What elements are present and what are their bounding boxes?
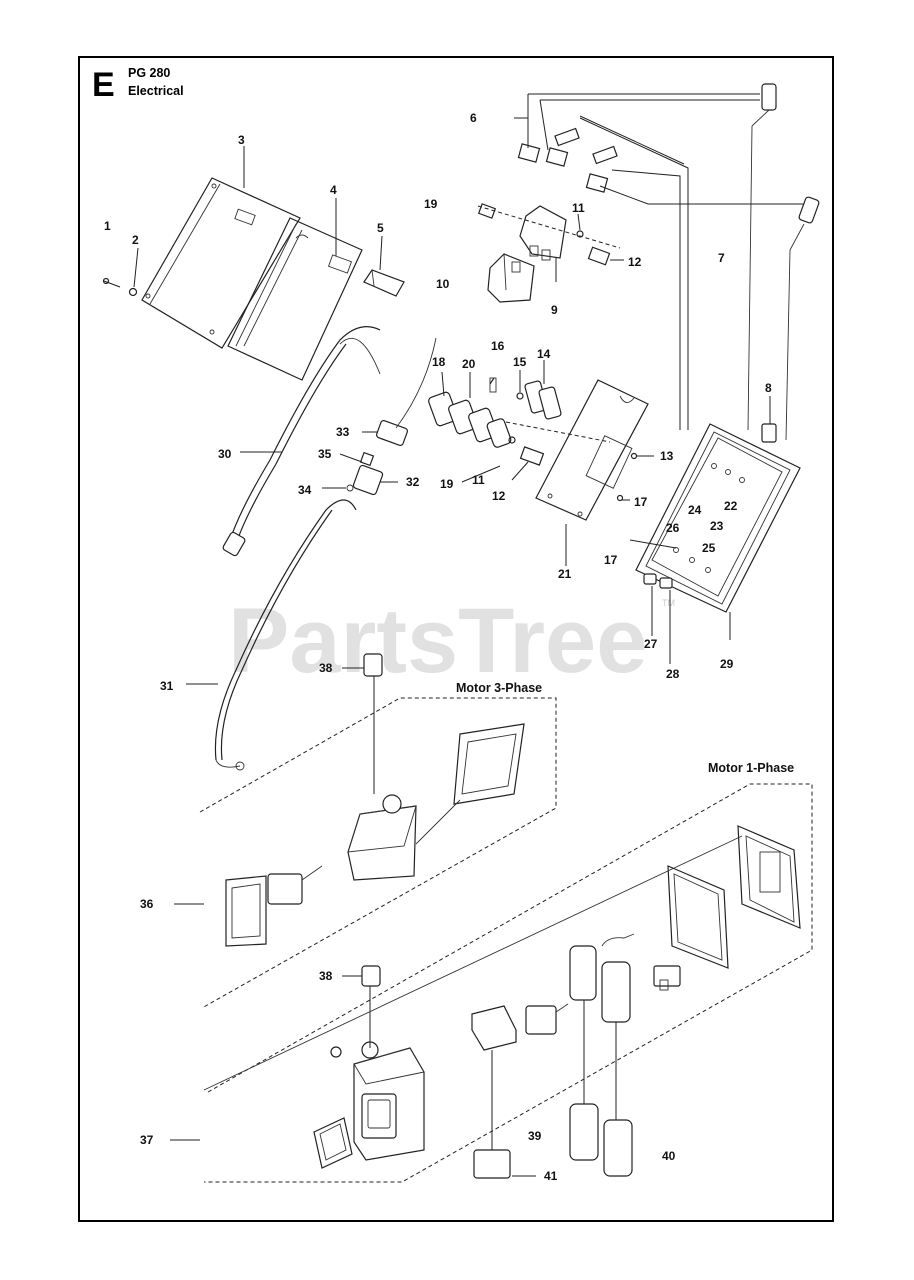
callout-16: 16 bbox=[491, 339, 505, 353]
callout-32: 32 bbox=[406, 475, 420, 489]
mounting-bracket-part bbox=[227, 217, 363, 381]
callout-38-lower: 38 bbox=[319, 969, 333, 983]
callout-10: 10 bbox=[436, 277, 450, 291]
callout-5: 5 bbox=[377, 221, 384, 235]
callout-28: 28 bbox=[666, 667, 680, 681]
callout-22: 22 bbox=[724, 499, 738, 513]
cable-connector-part-7 bbox=[785, 196, 820, 441]
callout-3: 3 bbox=[238, 133, 245, 147]
callout-35: 35 bbox=[318, 447, 332, 461]
screw-part-13 bbox=[630, 452, 654, 460]
callout-40: 40 bbox=[662, 1149, 676, 1163]
callout-7: 7 bbox=[718, 251, 725, 265]
cable-gland-part-38-upper bbox=[342, 653, 383, 794]
callout-20: 20 bbox=[462, 357, 476, 371]
watermark: PartsTree bbox=[228, 590, 647, 692]
callout-27: 27 bbox=[644, 637, 658, 651]
block-part-41 bbox=[471, 1005, 536, 1179]
terminal-part-12-upper bbox=[587, 246, 624, 266]
callout-31: 31 bbox=[160, 679, 174, 693]
callout-2: 2 bbox=[132, 233, 139, 247]
terminal-part-39 bbox=[525, 965, 681, 1035]
section-letter: E bbox=[92, 66, 115, 104]
fuse-block-part-5 bbox=[363, 269, 405, 297]
callout-33: 33 bbox=[336, 425, 350, 439]
callout-17-lower: 17 bbox=[604, 553, 618, 567]
callout-41: 41 bbox=[544, 1169, 558, 1183]
callout-13: 13 bbox=[660, 449, 674, 463]
callout-8: 8 bbox=[765, 381, 772, 395]
cable-connector-part-6-top bbox=[747, 83, 777, 431]
cover-part-1-phase bbox=[203, 825, 801, 1091]
motor-3-phase-label: Motor 3-Phase bbox=[456, 681, 542, 695]
callout-1: 1 bbox=[104, 219, 111, 233]
motor-1-phase-label: Motor 1-Phase bbox=[708, 761, 794, 775]
relay-part-14 bbox=[524, 360, 562, 420]
callout-6: 6 bbox=[470, 111, 477, 125]
callout-19-lower: 19 bbox=[440, 477, 454, 491]
callout-18: 18 bbox=[432, 355, 446, 369]
callout-12-lower: 12 bbox=[492, 489, 506, 503]
cable-gland-part-8 bbox=[761, 396, 777, 443]
power-cable-part-30 bbox=[222, 326, 381, 557]
terminal-box-3-phase-part-36 bbox=[174, 723, 525, 947]
callout-12-upper: 12 bbox=[628, 255, 642, 269]
callout-17-upper: 17 bbox=[634, 495, 648, 509]
callout-39: 39 bbox=[528, 1129, 542, 1143]
cable-gland-part-38-lower bbox=[342, 965, 381, 1048]
screw-part-1 bbox=[102, 277, 121, 288]
callout-26: 26 bbox=[666, 521, 680, 535]
grommet-part-27-28 bbox=[643, 573, 673, 664]
callout-30: 30 bbox=[218, 447, 232, 461]
terminal-box-1-phase-part-37 bbox=[170, 1041, 425, 1169]
callout-11-lower: 11 bbox=[472, 473, 485, 487]
callout-37: 37 bbox=[140, 1133, 154, 1147]
callout-9: 9 bbox=[551, 303, 558, 317]
cover-plate-part bbox=[141, 177, 301, 349]
screw-part-15 bbox=[516, 370, 524, 400]
diagram-frame bbox=[78, 56, 834, 1222]
watermark-tm: TM bbox=[662, 598, 675, 608]
contactor-part-9 bbox=[519, 205, 567, 282]
callout-15: 15 bbox=[513, 355, 527, 369]
callout-24: 24 bbox=[688, 503, 702, 517]
screw-part-11-upper bbox=[576, 213, 584, 238]
callout-14: 14 bbox=[537, 347, 551, 361]
callout-4: 4 bbox=[330, 183, 337, 197]
callout-38-upper: 38 bbox=[319, 661, 333, 675]
callout-36: 36 bbox=[140, 897, 154, 911]
callout-29: 29 bbox=[720, 657, 734, 671]
terminal-part-12-lower bbox=[511, 446, 545, 481]
plug-connectors-part-6 bbox=[517, 127, 618, 193]
relay-part-10 bbox=[487, 253, 535, 303]
model-name: PG 280 bbox=[128, 66, 170, 80]
callout-21: 21 bbox=[558, 567, 572, 581]
capacitor-part-40 bbox=[569, 933, 635, 1177]
mounting-plate-part-21 bbox=[535, 379, 649, 566]
screw-part-11-lower bbox=[508, 436, 516, 444]
callout-25: 25 bbox=[702, 541, 716, 555]
diagram-title: Electrical bbox=[128, 84, 184, 98]
callout-23: 23 bbox=[710, 519, 724, 533]
callout-34: 34 bbox=[298, 483, 312, 497]
callout-11-upper: 11 bbox=[572, 201, 585, 215]
signal-cable-part-31 bbox=[186, 499, 357, 771]
callout-19-upper: 19 bbox=[424, 197, 438, 211]
mounting-clip-part-19-upper bbox=[477, 203, 497, 219]
breaker-stack-part-18-20 bbox=[428, 371, 512, 448]
cable-gland-part-32-35 bbox=[322, 337, 437, 496]
din-rail-part-16 bbox=[489, 377, 497, 393]
screw-part-17-upper bbox=[616, 494, 630, 502]
washer-part-2 bbox=[128, 247, 139, 297]
